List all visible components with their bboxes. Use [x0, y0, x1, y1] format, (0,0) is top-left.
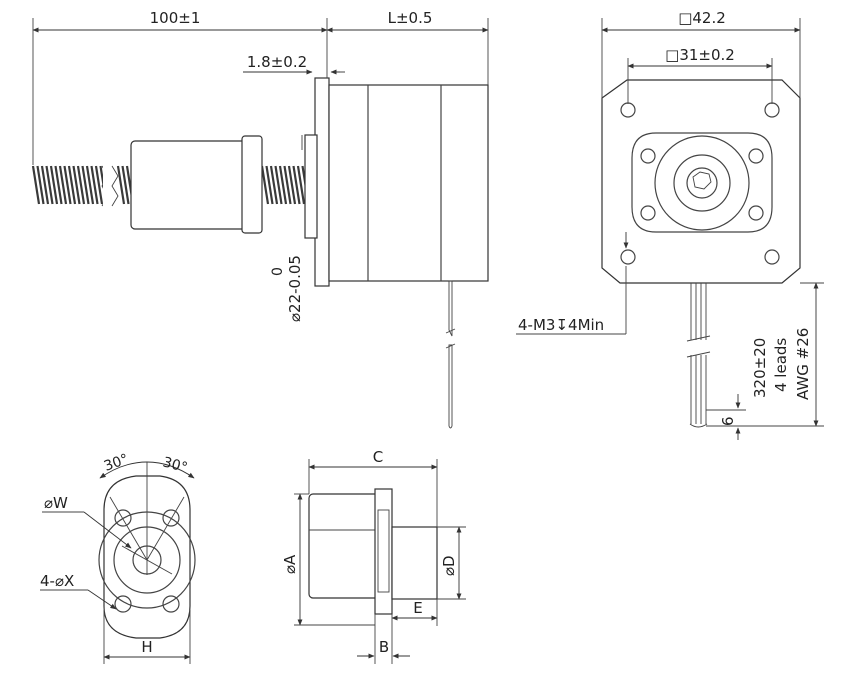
motor-body [328, 84, 489, 282]
screw-thread-line [45, 165, 54, 205]
screw-thread-line [296, 165, 306, 205]
screw-thread-line [72, 165, 81, 205]
screw-thread-line [67, 165, 77, 205]
dim-lead-length: 320±20 [751, 338, 769, 398]
screw-thread-line [265, 165, 274, 205]
nut-total-length: C [373, 448, 383, 466]
nut-side-view: C ⌀A ⌀D E B [281, 448, 466, 664]
dim-mount-holes: 4-M3↧4Min [518, 316, 604, 334]
screw-thread-line [36, 165, 45, 205]
nut-holes: 4-⌀X [40, 572, 74, 590]
screw-thread-line [81, 165, 90, 205]
motor-boss [304, 134, 318, 239]
screw-thread-line [283, 165, 292, 205]
screw-thread-line [54, 165, 63, 205]
screw-thread-line [116, 165, 126, 205]
front-nut-flange [631, 132, 773, 233]
dim-body-length: L±0.5 [388, 9, 433, 27]
screw-thread-line [85, 165, 95, 205]
dim-frame-size: □42.2 [678, 9, 726, 27]
nut-angle-right: 30° [161, 454, 189, 476]
screw-thread-line [63, 165, 72, 205]
nut-flange-thickness: B [379, 638, 389, 656]
motor-side-view: 100±1 L±0.5 1.8±0.2 ⌀22-0.05 0 [31, 9, 489, 429]
dim-boss-tolerance: 0 [270, 267, 286, 276]
screw-thread-line [278, 165, 288, 205]
nut-flat-width: H [141, 638, 152, 656]
nut-shank-length: E [413, 599, 422, 617]
nut-front-view: 30° 30° ⌀W 4-⌀X H [40, 451, 196, 664]
front-lead-wires [686, 283, 711, 428]
screw-thread-line [260, 165, 270, 205]
screw-thread-line [94, 165, 104, 205]
screw-thread-line [40, 165, 50, 205]
screw-thread-line [31, 165, 41, 205]
screw-thread-line [76, 165, 86, 205]
dim-boss-diameter: ⌀22-0.05 [286, 255, 304, 322]
svg-text:4-M3↧4Min: 4-M3↧4Min [518, 316, 604, 334]
screw-thread-line [49, 165, 59, 205]
dim-strip-length: 6 [719, 416, 737, 426]
dim-screw-length: 100±1 [150, 9, 201, 27]
nut-side-flange [374, 488, 393, 615]
nut-outer-diameter: ⌀A [281, 554, 299, 574]
screw-thread-line [90, 165, 99, 205]
mount-hole-br [764, 249, 780, 265]
screw-thread-line [287, 165, 297, 205]
screw-nut-body [130, 140, 248, 230]
dim-flange-offset: 1.8±0.2 [247, 53, 307, 71]
nut-bolt-circle: ⌀W [44, 494, 68, 512]
dim-hole-spacing: □31±0.2 [665, 46, 735, 64]
dim-lead-gauge: AWG #26 [794, 328, 812, 400]
screw-thread-line [58, 165, 68, 205]
screw-thread-line [121, 165, 130, 205]
nut-side-shank [391, 526, 438, 600]
screw-thread-line [269, 165, 279, 205]
dim-lead-count: 4 leads [772, 338, 790, 392]
screw-thread-line [292, 165, 301, 205]
screw-nut-flange [241, 135, 263, 234]
lead-wire [448, 280, 453, 429]
motor-front-view: □42.2 □31±0.2 4-M3↧4Min 320±20 4 leads A… [516, 9, 824, 440]
nut-shank-diameter: ⌀D [440, 555, 458, 576]
nut-angle-left: 30° [102, 451, 131, 475]
mount-hole-bl [620, 249, 636, 265]
nut-side-body [308, 493, 380, 599]
screw-thread-line [274, 165, 283, 205]
